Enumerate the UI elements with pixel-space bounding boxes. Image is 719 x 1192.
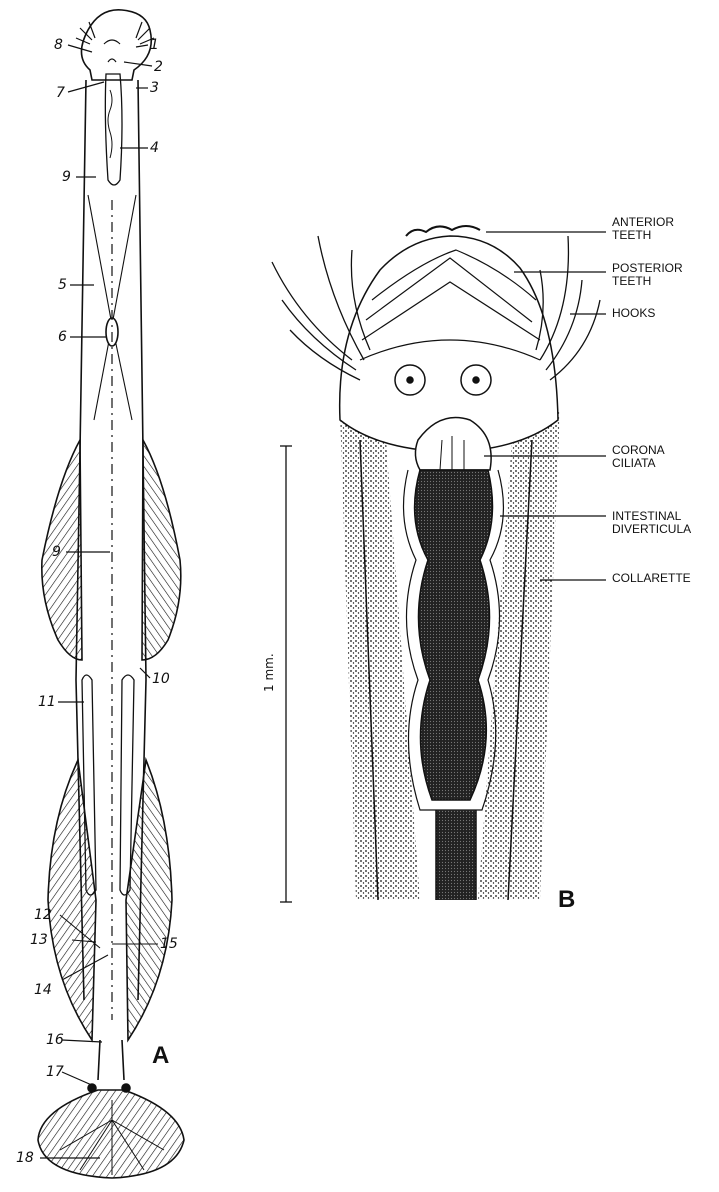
label-5: 5 bbox=[58, 278, 67, 292]
label-11: 11 bbox=[38, 695, 56, 709]
label-14: 14 bbox=[34, 983, 52, 997]
label-13: 13 bbox=[30, 933, 48, 947]
label-2: 2 bbox=[154, 60, 163, 74]
label-15: 15 bbox=[160, 937, 178, 951]
label-12: 12 bbox=[34, 908, 52, 922]
label-3: 3 bbox=[150, 81, 159, 95]
label-collarette: COLLARETTE bbox=[612, 572, 691, 585]
label-anterior-teeth: ANTERIOR TEETH bbox=[612, 216, 674, 242]
label-7: 7 bbox=[56, 86, 65, 100]
label-posterior-teeth: POSTERIOR TEETH bbox=[612, 262, 683, 288]
label-9-lower: 9 bbox=[52, 545, 61, 559]
scale-bar bbox=[280, 446, 292, 902]
label-1: 1 bbox=[150, 38, 159, 52]
label-8: 8 bbox=[54, 38, 63, 52]
label-17: 17 bbox=[46, 1065, 64, 1079]
panel-a-worm bbox=[38, 10, 184, 1178]
panel-letter-a: A bbox=[152, 1044, 169, 1068]
label-corona-ciliata: CORONA CILIATA bbox=[612, 444, 665, 470]
label-hooks: HOOKS bbox=[612, 307, 655, 320]
label-intestinal-diverticula: INTESTINAL DIVERTICULA bbox=[612, 510, 691, 536]
panel-b-specimen bbox=[272, 226, 600, 900]
label-16: 16 bbox=[46, 1033, 64, 1047]
label-4: 4 bbox=[150, 141, 159, 155]
panel-letter-b: B bbox=[558, 888, 575, 912]
label-9-upper: 9 bbox=[62, 170, 71, 184]
scale-label: 1 mm. bbox=[262, 653, 276, 692]
label-18: 18 bbox=[16, 1151, 34, 1165]
label-10: 10 bbox=[152, 672, 170, 686]
label-6: 6 bbox=[58, 330, 67, 344]
